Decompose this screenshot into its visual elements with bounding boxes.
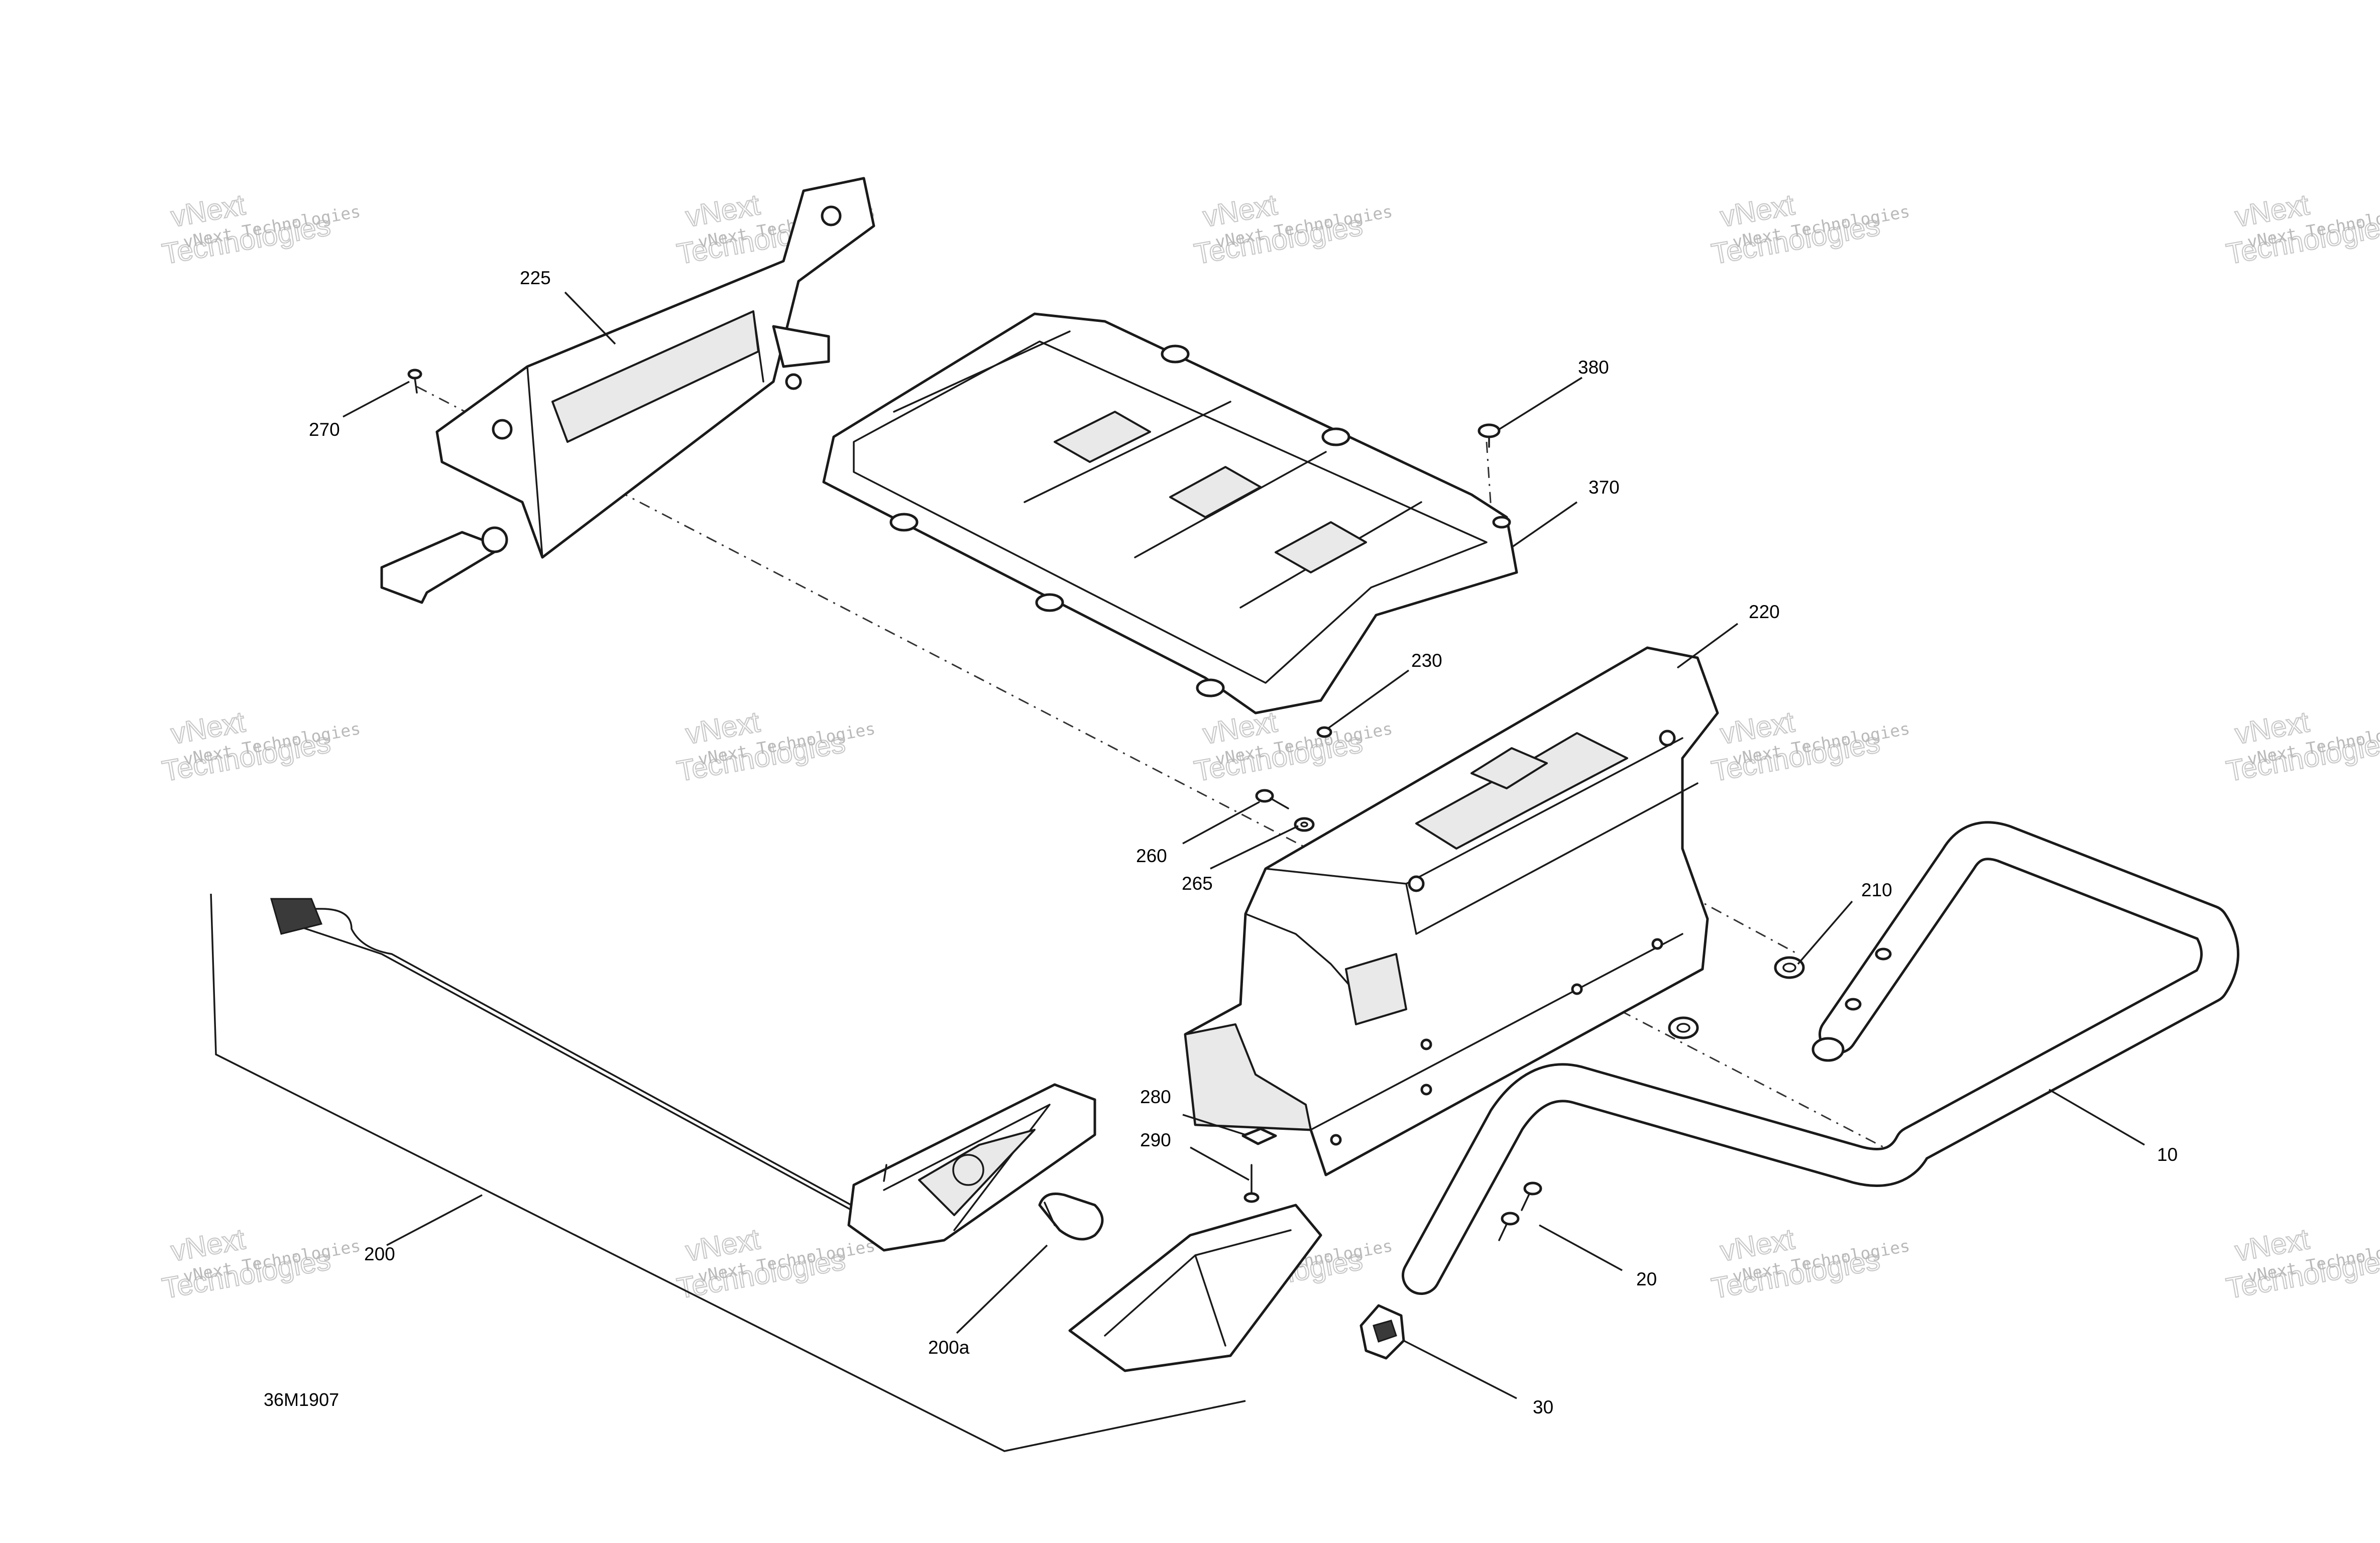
part-200a-bulb (1038, 1193, 1104, 1241)
callout-30: 30 (1533, 1397, 1553, 1417)
part-260-bolt (1255, 789, 1289, 809)
callout-230: 230 (1411, 650, 1442, 671)
callout-260: 260 (1136, 846, 1167, 866)
part-200-assembly-bracket (210, 893, 1246, 1452)
part-230-clip (1316, 726, 1332, 738)
part-225-rear-bracket (380, 177, 875, 604)
callout-10: 10 (2157, 1144, 2178, 1165)
callout-270: 270 (309, 419, 340, 440)
part-10-grab-bar (1402, 821, 2239, 1295)
part-290-screw (1243, 1164, 1260, 1203)
callout-280: 280 (1140, 1087, 1171, 1107)
part-270-screw (407, 369, 422, 394)
drawing-reference-code: 36M1907 (264, 1389, 339, 1410)
callout-labels: 10 20 30 200 200a 210 220 225 230 260 26… (309, 268, 2178, 1417)
part-280-nut (1241, 1127, 1277, 1145)
part-220-rear-housing (1184, 646, 1719, 1176)
callout-370: 370 (1589, 477, 1620, 498)
callout-200a: 200a (928, 1337, 970, 1358)
callout-20: 20 (1636, 1269, 1657, 1289)
callout-225: 225 (520, 268, 551, 288)
callout-265: 265 (1182, 873, 1213, 894)
leader-lines (343, 291, 2145, 1399)
part-210-grommet (1668, 956, 1805, 1039)
part-265-washer (1294, 817, 1315, 832)
callout-220: 220 (1749, 602, 1780, 622)
part-200-lens (1068, 1204, 1322, 1372)
assembly-axis-lines (416, 386, 1899, 1156)
part-370-cover-plate (822, 312, 1518, 715)
callout-200: 200 (364, 1244, 395, 1264)
callout-210: 210 (1861, 880, 1892, 900)
callout-380: 380 (1578, 357, 1609, 378)
part-20-screws (1498, 1181, 1542, 1241)
part-30-connector (1359, 1304, 1405, 1360)
part-200-tail-light-harness (270, 898, 1096, 1252)
callout-290: 290 (1140, 1130, 1171, 1150)
part-380-rivet (1478, 423, 1501, 448)
